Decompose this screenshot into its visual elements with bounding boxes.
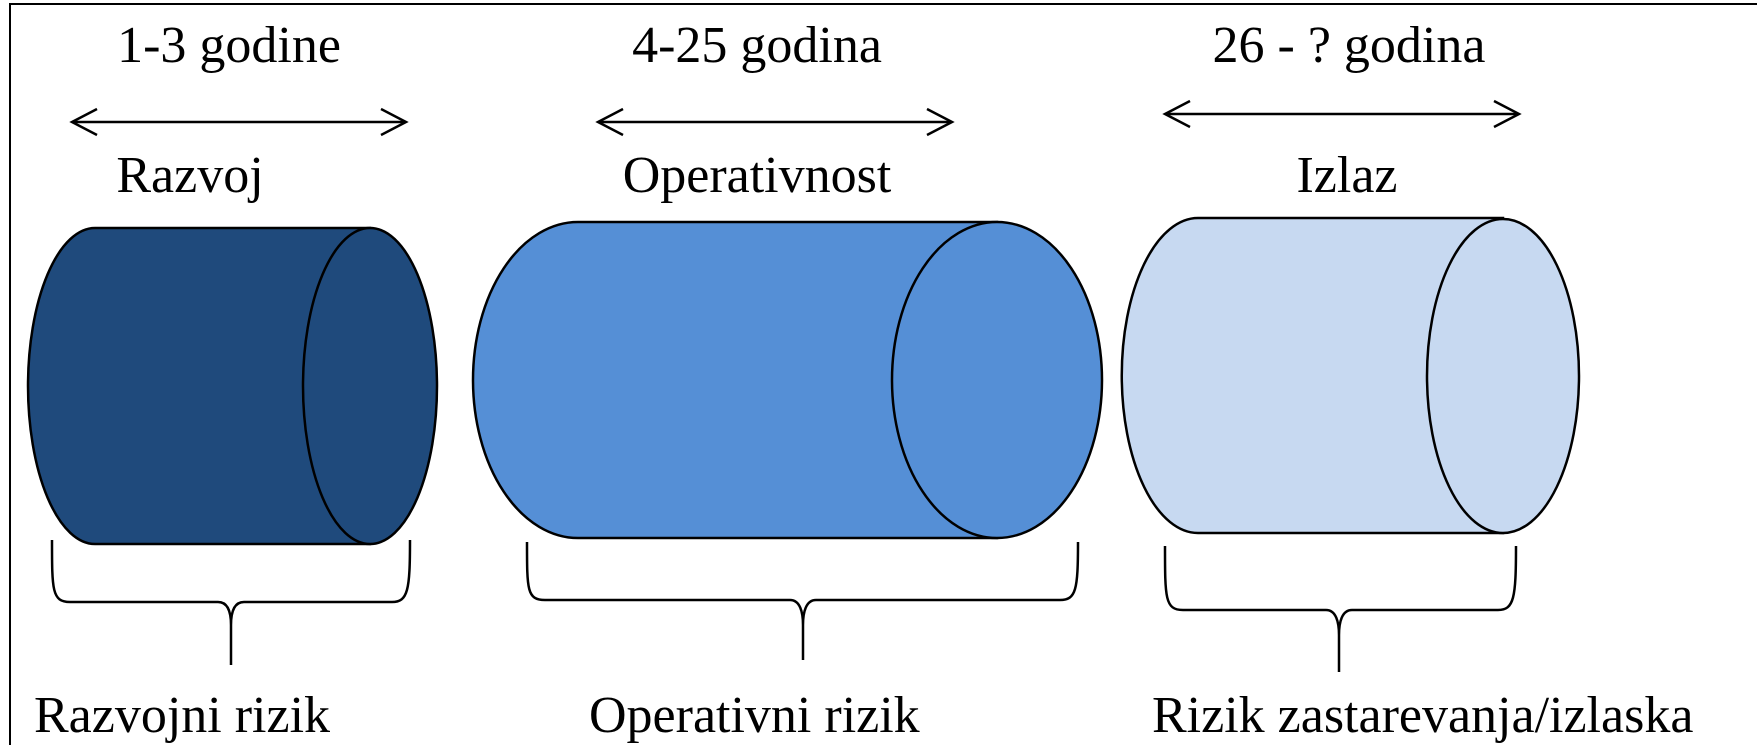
phase-exit: 26 - ? godina Izlaz Rizik zastarevanja/i… [1120,17,1693,744]
risk-label-development: Razvojni rizik [34,687,330,744]
risk-label-operation: Operativni rizik [589,687,920,744]
brace-exit [1163,545,1518,672]
diagram-frame [9,3,1757,750]
cylinder-face-development [301,226,439,546]
cylinder-body-operation [471,220,999,540]
brace-operation [525,541,1080,660]
period-label-operation: 4-25 godina [632,17,882,74]
cylinder-body-exit [1120,216,1505,535]
cylinder-operation [471,220,1104,540]
cylinder-body-development [26,226,372,546]
phase-label-operation: Operativnost [623,147,892,204]
phase-label-development: Razvoj [116,147,263,204]
phase-development: 1-3 godine Razvoj Razvojni rizik [26,17,439,744]
cylinder-development [26,226,439,546]
brace-development [50,539,412,665]
risk-label-exit: Rizik zastarevanja/izlaska [1152,687,1693,744]
period-label-exit: 26 - ? godina [1213,17,1486,74]
cylinder-face-operation [890,220,1104,540]
cylinder-exit [1120,216,1581,535]
phase-label-exit: Izlaz [1296,147,1397,204]
cylinder-face-exit [1425,217,1581,535]
phase-operation: 4-25 godina Operativnost Operativni rizi… [471,17,1104,744]
period-label-development: 1-3 godine [117,17,341,74]
